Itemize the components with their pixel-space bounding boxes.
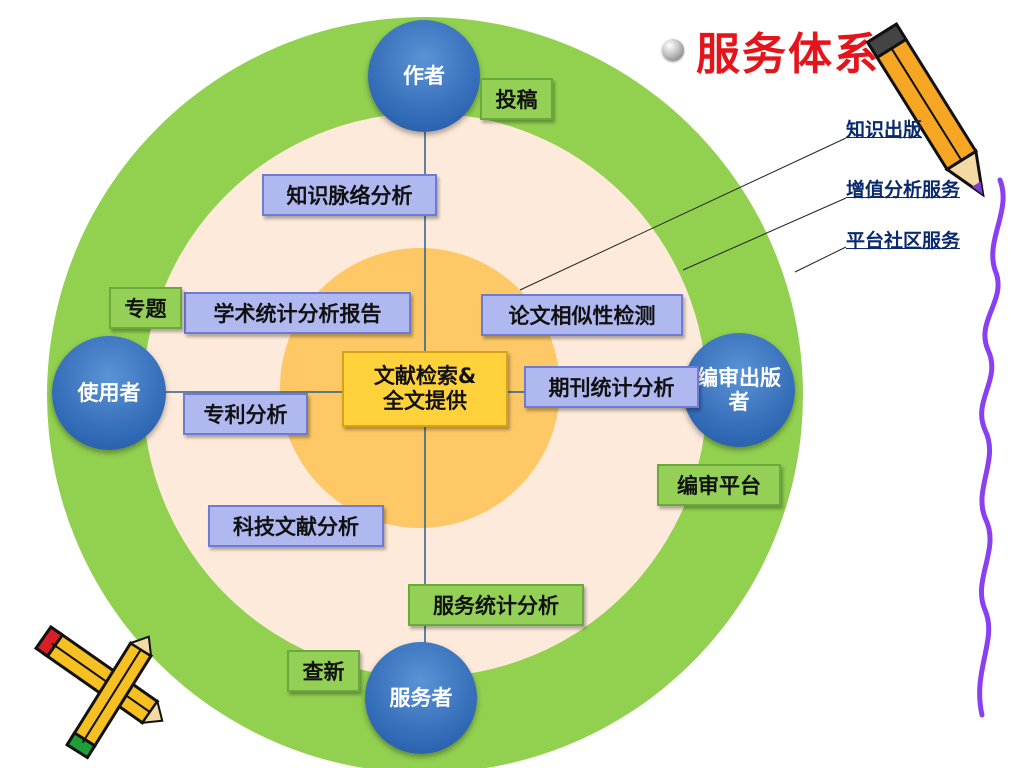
pointer-line-community (794, 246, 847, 273)
decorative-squiggle (977, 177, 1006, 718)
center-box: 文献检索& 全文提供 (342, 351, 508, 427)
box-review-platform: 编审平台 (657, 464, 781, 506)
box-journal-stats: 期刊统计分析 (524, 366, 699, 408)
pointer-line-knowledge (519, 137, 847, 291)
node-service: 服务者 (365, 642, 477, 754)
box-academic-report: 学术统计分析报告 (184, 292, 411, 334)
pencil-icon (865, 22, 985, 198)
box-topic: 专题 (109, 287, 182, 329)
box-similarity-check: 论文相似性检测 (481, 294, 683, 336)
box-submit: 投稿 (480, 78, 553, 120)
box-literature-analysis: 科技文献分析 (208, 505, 384, 547)
pointer-line-value-added (682, 197, 847, 271)
center-box-line1: 文献检索& (373, 363, 477, 388)
link-community-service[interactable]: 平台社区服务 (846, 230, 961, 252)
title-group: 服务体系 (662, 18, 880, 82)
box-patent-analysis: 专利分析 (183, 393, 308, 435)
box-novelty: 查新 (287, 650, 360, 692)
box-knowledge-analysis: 知识脉络分析 (262, 174, 437, 216)
link-knowledge-publishing[interactable]: 知识出版 (846, 119, 923, 141)
node-editor: 编审出版者 (683, 333, 795, 447)
page-title: 服务体系 (696, 29, 880, 80)
pencil-icon (33, 624, 164, 760)
node-user: 使用者 (52, 336, 166, 450)
center-box-line2: 全文提供 (383, 389, 467, 413)
node-author: 作者 (368, 20, 480, 132)
link-value-added-service[interactable]: 增值分析服务 (846, 179, 961, 201)
bullet-icon (662, 39, 684, 61)
box-service-stats: 服务统计分析 (408, 584, 584, 626)
